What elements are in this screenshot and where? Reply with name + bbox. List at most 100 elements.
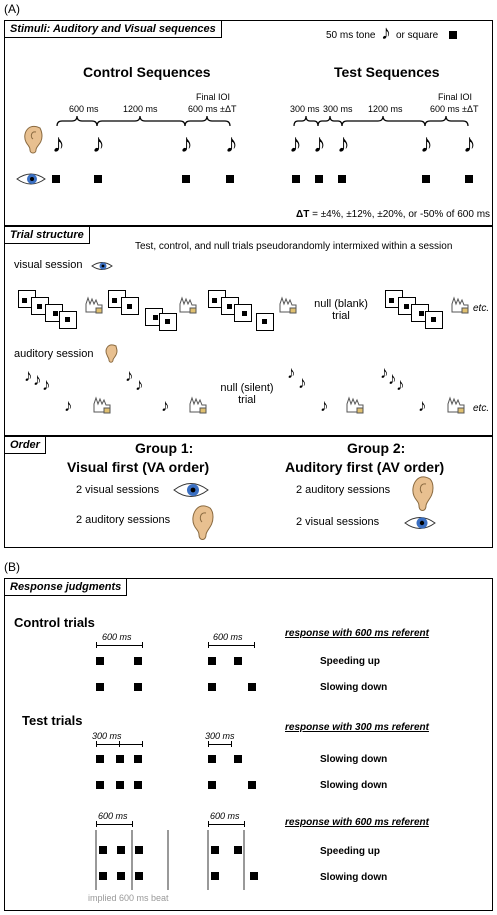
delta-t-text: = ±4%, ±12%, ±20%, or -50% of 600 ms: [312, 209, 491, 220]
ruler-tick: [96, 821, 97, 827]
eighth-note-icon: ♪: [463, 128, 476, 158]
eighth-note-icon: ♪: [92, 128, 105, 158]
square-icon: [96, 683, 104, 691]
square-icon: [211, 846, 219, 854]
null-silent-line1: null (silent): [220, 382, 274, 394]
group2-subtitle: Auditory first (AV order): [285, 459, 445, 475]
stimuli-panel: [4, 20, 493, 226]
ruler-tick: [231, 741, 232, 747]
square-icon: [182, 175, 190, 183]
ruler-line: [96, 645, 142, 646]
response-label-6: Slowing down: [320, 872, 388, 883]
square-icon: [135, 872, 143, 880]
square-icon: [116, 755, 124, 763]
ruler-tick: [208, 821, 209, 827]
implied-beat-label: implied 600 ms beat: [88, 893, 169, 903]
square-icon: [226, 175, 234, 183]
group1-title: Group 1:: [135, 440, 194, 456]
square-icon: [338, 175, 346, 183]
ruler-tick: [132, 821, 133, 827]
square-icon: [94, 175, 102, 183]
screen-card-icon: [159, 313, 177, 331]
ruler-line: [96, 824, 132, 825]
eighth-note-icon: ♪: [388, 369, 397, 388]
beat-line: [243, 830, 245, 890]
eighth-note-icon: ♪: [180, 128, 193, 158]
hand-response-icon: [279, 296, 297, 314]
ctrl-600-label: 600 ms: [69, 104, 99, 114]
ruler-tick: [244, 821, 245, 827]
null-blank-line2: trial: [332, 310, 350, 322]
eighth-note-icon: ♪: [381, 22, 391, 44]
test-300b-label: 300 ms: [323, 104, 353, 114]
square-icon: [250, 872, 258, 880]
beat-line: [95, 830, 97, 890]
response-label-5: Speeding up: [320, 846, 380, 857]
square-icon: [134, 683, 142, 691]
control-trials-title: Control trials: [14, 615, 95, 630]
response-label-3: Slowing down: [320, 754, 388, 765]
hand-response-icon: [346, 396, 364, 414]
eighth-note-icon: ♪: [289, 128, 302, 158]
ruler-tick: [208, 642, 209, 648]
eighth-note-icon: ♪: [420, 128, 433, 158]
square-icon: [292, 175, 300, 183]
square-icon: [208, 755, 216, 763]
trial-structure-panel: [4, 226, 493, 436]
square-icon: [208, 781, 216, 789]
ctrl-final-ioi-label: Final IOI: [196, 92, 231, 102]
eye-icon: [16, 173, 46, 185]
ruler-600-b: 600 ms: [213, 632, 243, 642]
ruler-line: [208, 645, 254, 646]
etc-visual: etc.: [473, 303, 490, 314]
panel-a-label: (A): [4, 2, 20, 16]
ear-icon: [192, 505, 214, 540]
group1-subtitle: Visual first (VA order): [67, 459, 210, 475]
beat-line: [131, 830, 133, 890]
intermixed-note: Test, control, and null trials pseudoran…: [135, 241, 453, 252]
square-icon: [422, 175, 430, 183]
eye-icon: [91, 262, 113, 270]
etc-auditory: etc.: [473, 403, 490, 414]
group1-line1: 2 visual sessions: [76, 484, 160, 496]
square-icon: [449, 31, 457, 39]
square-icon: [315, 175, 323, 183]
square-icon: [117, 872, 125, 880]
response-label-4: Slowing down: [320, 780, 388, 791]
hand-response-icon: [93, 396, 111, 414]
screen-card-icon: [256, 313, 274, 331]
beat-line: [207, 830, 209, 890]
eighth-note-icon: ♪: [125, 366, 134, 385]
screen-card-icon: [59, 311, 77, 329]
ruler-line: [208, 824, 244, 825]
response-label-1: Speeding up: [320, 656, 380, 667]
ruler-300-a: 300 ms: [92, 731, 122, 741]
square-icon: [248, 781, 256, 789]
square-icon: [234, 846, 242, 854]
delta-t-symbol: ΔT: [296, 209, 310, 220]
square-icon: [117, 846, 125, 854]
square-icon: [134, 755, 142, 763]
square-icon: [211, 872, 219, 880]
eighth-note-icon: ♪: [24, 366, 33, 385]
ruler-300-b: 300 ms: [205, 731, 235, 741]
screen-card-icon: [121, 297, 139, 315]
ruler-600-c: 600 ms: [98, 811, 128, 821]
screen-card-icon: [425, 311, 443, 329]
eighth-note-icon: ♪: [42, 375, 51, 394]
eighth-note-icon: ♪: [313, 128, 326, 158]
eighth-note-icon: ♪: [225, 128, 238, 158]
ruler-tick: [142, 741, 143, 747]
square-icon: [134, 781, 142, 789]
hand-response-icon: [85, 296, 103, 314]
hand-response-icon: [179, 296, 197, 314]
null-blank-trial-label: null (blank)trial: [311, 298, 371, 322]
square-icon: [234, 755, 242, 763]
response-header: Response judgments: [4, 578, 128, 596]
trial-structure-header: Trial structure: [4, 226, 90, 244]
group2-line1: 2 auditory sessions: [296, 484, 391, 496]
ruler-tick: [254, 642, 255, 648]
order-header: Order: [4, 436, 46, 454]
ctrl-final-value: 600 ms ±ΔT: [188, 104, 237, 114]
referent-heading-1: response with 600 ms referent: [285, 628, 429, 639]
